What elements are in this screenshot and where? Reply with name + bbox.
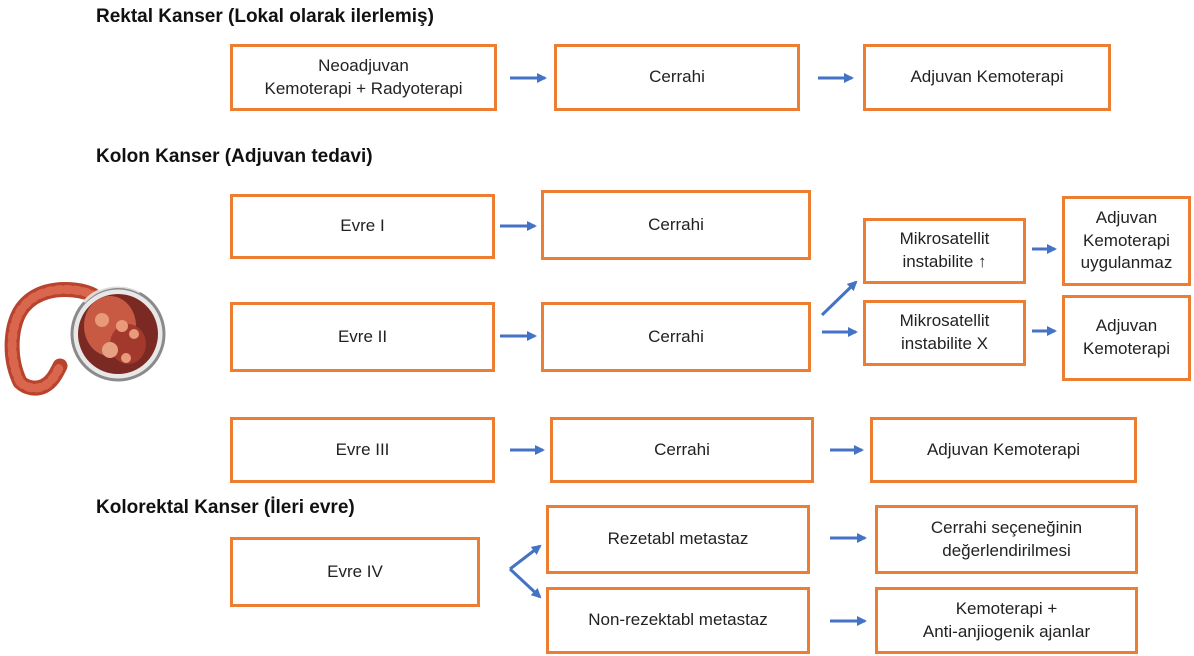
stage1-surgery-box: Cerrahi xyxy=(541,190,811,260)
resectable-box: Rezetabl metastaz xyxy=(546,505,810,574)
rectal-heading: Rektal Kanser (Lokal olarak ilerlemiş) xyxy=(96,6,434,27)
nonresectable-box: Non-rezektabl metastaz xyxy=(546,587,810,654)
msi-x-box: Mikrosatellit instabilite X xyxy=(863,300,1026,366)
stage3-adjuvant-box: Adjuvan Kemoterapi xyxy=(870,417,1137,483)
rectal-surgery-box: Cerrahi xyxy=(554,44,800,111)
colon-heading: Kolon Kanser (Adjuvan tedavi) xyxy=(96,146,373,167)
resectable-result-box: Cerrahi seçeneğinin değerlendirilmesi xyxy=(875,505,1138,574)
arrow-stage4-down xyxy=(508,567,542,599)
arrow-stage4-up xyxy=(509,544,542,571)
advanced-heading: Kolorektal Kanser (İleri evre) xyxy=(96,497,355,518)
arrow-msi-high xyxy=(820,280,858,317)
nonresectable-result-box: Kemoterapi + Anti-anjiogenik ajanlar xyxy=(875,587,1138,654)
stage4-box: Evre IV xyxy=(230,537,480,607)
colon-illustration-icon xyxy=(4,282,166,396)
stage2-box: Evre II xyxy=(230,302,495,372)
stage3-box: Evre III xyxy=(230,417,495,483)
rectal-neoadjuvant-box: Neoadjuvan Kemoterapi + Radyoterapi xyxy=(230,44,497,111)
msi-x-result-box: Adjuvan Kemoterapi xyxy=(1062,295,1191,381)
stage2-surgery-box: Cerrahi xyxy=(541,302,811,372)
stage1-box: Evre I xyxy=(230,194,495,259)
msi-high-result-box: Adjuvan Kemoterapi uygulanmaz xyxy=(1062,196,1191,286)
stage3-surgery-box: Cerrahi xyxy=(550,417,814,483)
rectal-adjuvant-box: Adjuvan Kemoterapi xyxy=(863,44,1111,111)
msi-high-box: Mikrosatellit instabilite ↑ xyxy=(863,218,1026,284)
